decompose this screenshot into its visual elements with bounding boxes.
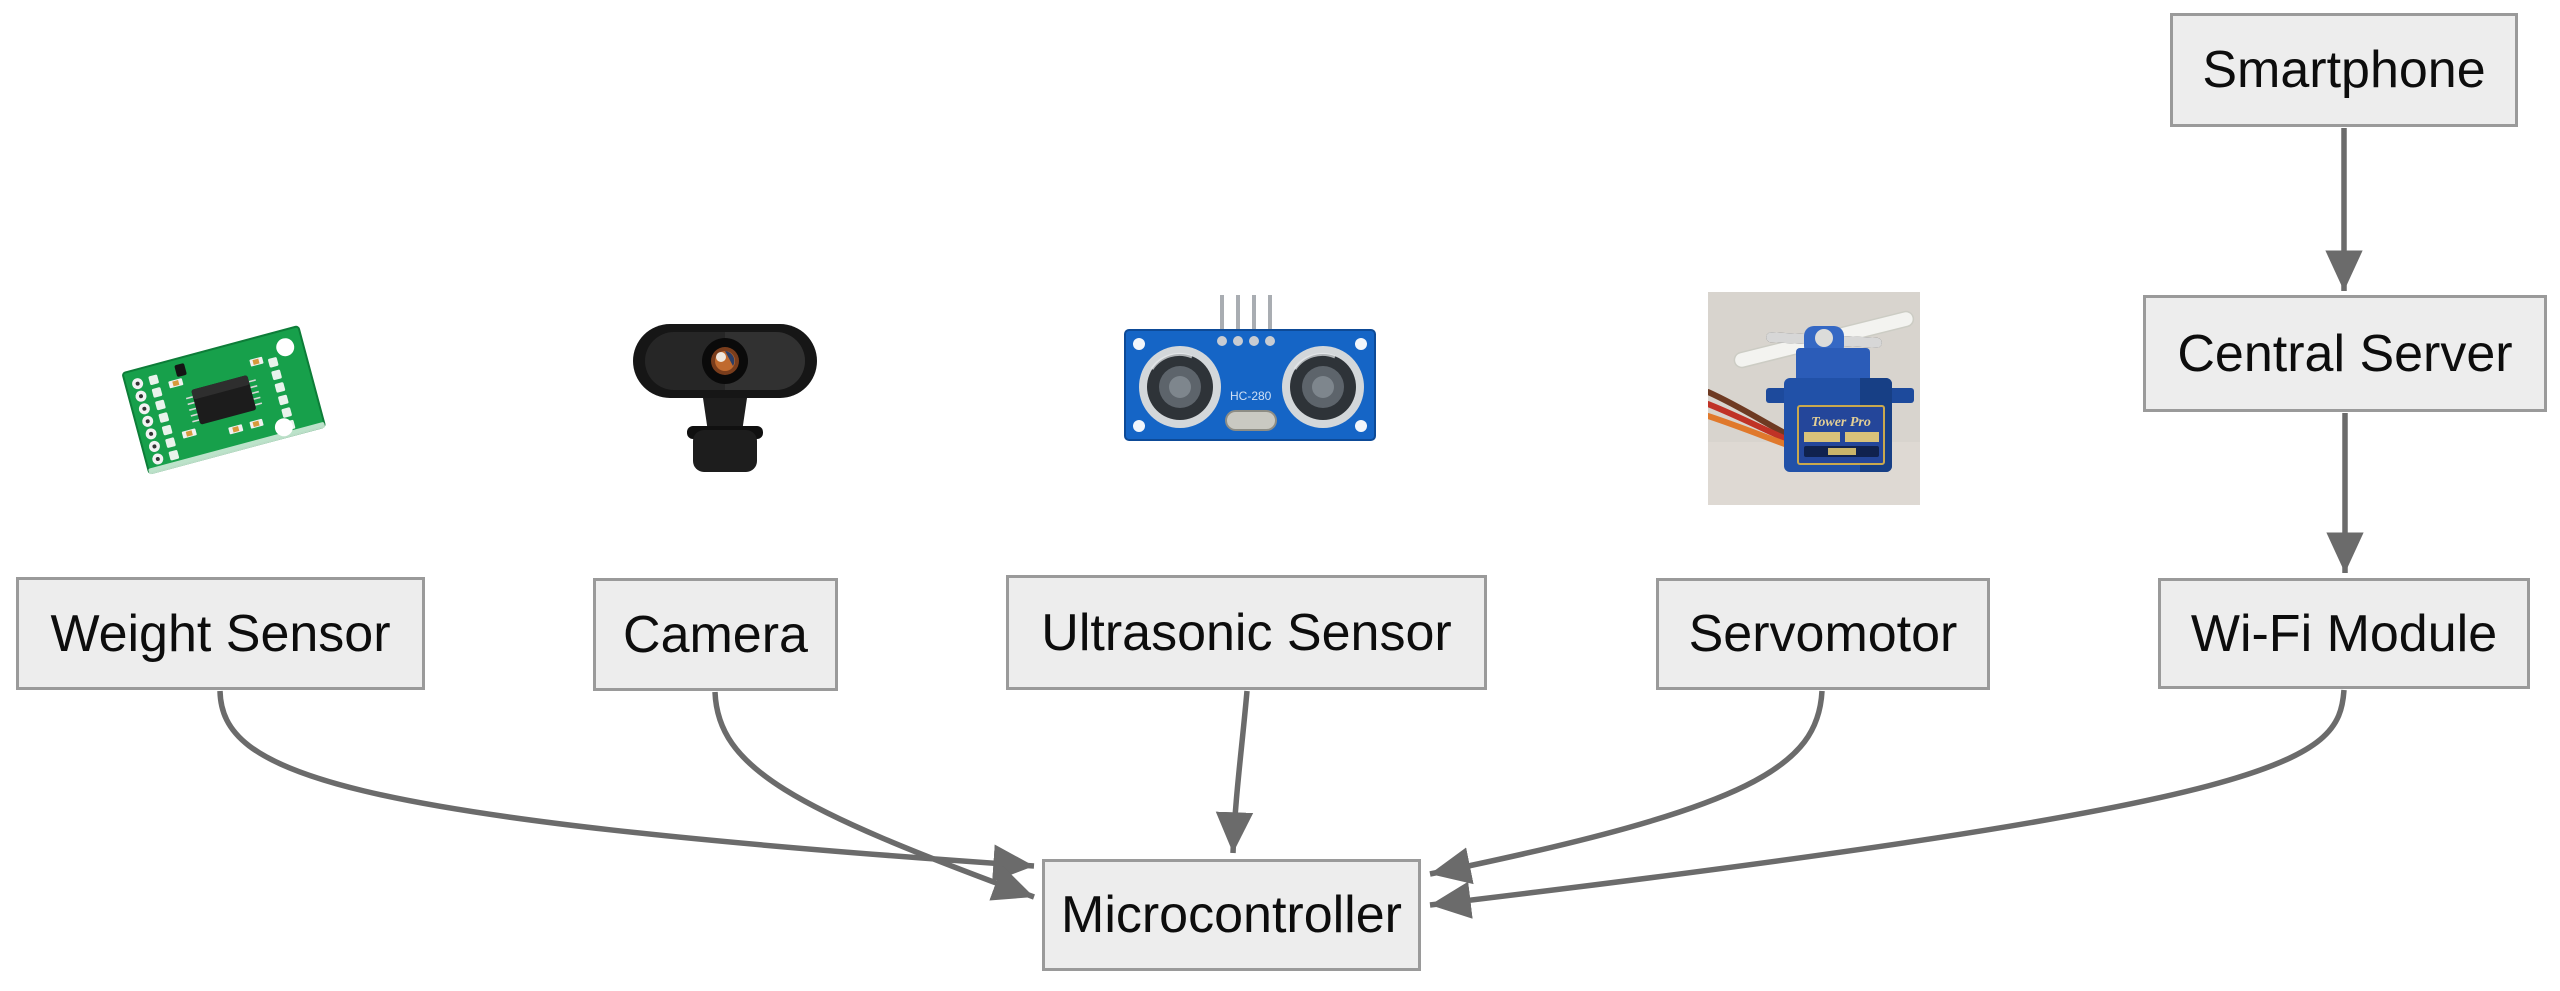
servo-sticker-text: Tower Pro xyxy=(1811,415,1871,430)
camera-image xyxy=(633,324,817,472)
node-wifi-module: Wi-Fi Module xyxy=(2158,578,2530,689)
node-servomotor: Servomotor xyxy=(1656,578,1990,690)
node-camera: Camera xyxy=(593,578,838,691)
servomotor-image: Tower Pro xyxy=(1708,292,1920,505)
node-camera-label: Camera xyxy=(623,605,808,664)
node-microcontroller: Microcontroller xyxy=(1042,859,1421,971)
edge-ultrasonic-sensor-to-microcontroller xyxy=(1215,690,1254,854)
node-ultrasonic-sensor: Ultrasonic Sensor xyxy=(1006,575,1487,690)
edge-camera-to-microcontroller xyxy=(712,691,1035,901)
edge-wifi-module-to-microcontroller xyxy=(1429,689,2347,919)
node-smartphone: Smartphone xyxy=(2170,13,2518,127)
node-microcontroller-label: Microcontroller xyxy=(1061,886,1402,944)
edge-weight-sensor-to-microcontroller xyxy=(217,690,1035,882)
node-central-server-label: Central Server xyxy=(2177,324,2513,383)
node-ultrasonic-sensor-label: Ultrasonic Sensor xyxy=(1041,603,1452,662)
node-weight-sensor: Weight Sensor xyxy=(16,577,425,690)
node-weight-sensor-label: Weight Sensor xyxy=(50,604,391,663)
node-servomotor-label: Servomotor xyxy=(1688,605,1958,663)
ultrasonic-sensor-image: HC-280 xyxy=(1124,295,1376,441)
node-central-server: Central Server xyxy=(2143,295,2547,412)
weight-sensor-image xyxy=(122,325,326,475)
node-wifi-module-label: Wi-Fi Module xyxy=(2190,604,2498,663)
ultrasonic-board-text: HC-280 xyxy=(1230,389,1272,403)
node-smartphone-label: Smartphone xyxy=(2202,41,2486,99)
edge-servomotor-to-microcontroller xyxy=(1429,690,1825,885)
